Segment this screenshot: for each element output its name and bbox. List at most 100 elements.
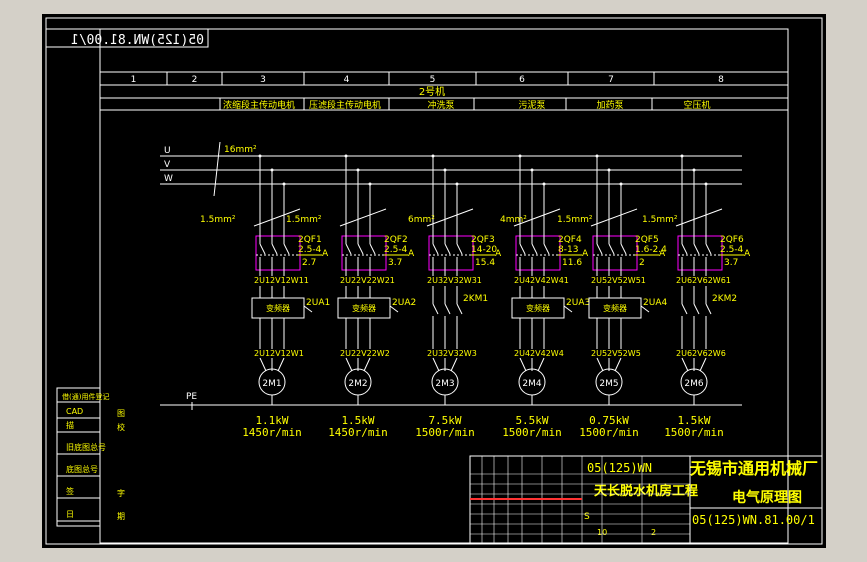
- junction-dot: [530, 168, 534, 172]
- motor-lead: [432, 357, 440, 372]
- vfd-label: 变频器: [526, 303, 550, 313]
- junction-dot: [270, 168, 274, 172]
- junction-dot: [607, 168, 611, 172]
- motor-lead: [259, 357, 267, 372]
- reg-row-right: 图: [117, 409, 125, 418]
- vfd-tag-leader: [563, 305, 573, 313]
- breaker-id: 2QF5: [635, 235, 659, 245]
- wire-slash: [513, 208, 561, 227]
- column-number: 4: [344, 75, 350, 85]
- wire-size: 1.5mm²: [200, 215, 236, 225]
- junction-dot: [282, 182, 286, 186]
- pe-label: PE: [186, 392, 197, 402]
- upper-terminal: 2U42V42W41: [514, 276, 569, 285]
- load-name: 空压机: [683, 99, 710, 111]
- wire-slash: [426, 208, 474, 227]
- breaker-contact: [531, 243, 538, 255]
- junction-dot: [443, 168, 447, 172]
- upper-terminal: 2U32V32W31: [427, 276, 482, 285]
- reg-row-right: 校: [117, 422, 125, 432]
- breaker-unit: A: [659, 249, 666, 259]
- wire-size: 6mm²: [408, 215, 435, 225]
- wire-size: 1.5mm²: [642, 215, 678, 225]
- breaker-contact: [283, 243, 290, 255]
- breaker-range: 14-20: [471, 245, 497, 255]
- motor-lead: [450, 357, 458, 372]
- breaker-setting: 2.7: [302, 258, 316, 268]
- lower-terminal: 2U42V42W4: [514, 349, 564, 358]
- reg-row-right: 字: [117, 488, 125, 498]
- vfd-label: 变频器: [352, 303, 376, 313]
- junction-dot: [431, 154, 435, 158]
- junction-dot: [619, 182, 623, 186]
- breaker-box: [428, 235, 474, 271]
- breaker-box: [592, 235, 638, 271]
- column-number: 5: [430, 75, 436, 85]
- wire-slash: [339, 208, 387, 227]
- motor-lead: [537, 357, 545, 372]
- contactor-contact: [444, 303, 451, 315]
- breaker-contact: [456, 243, 463, 255]
- breaker-setting: 3.7: [724, 258, 738, 268]
- contactor-contact: [705, 303, 712, 315]
- motor-id: 2M5: [599, 379, 618, 389]
- motor-power: 1.5kW: [341, 414, 374, 427]
- upper-terminal: 2U62V62W61: [676, 276, 731, 285]
- reg-heading: 借(通)用件登记: [62, 392, 109, 401]
- contactor-contact: [693, 303, 700, 315]
- wire-slash: [590, 208, 638, 227]
- vfd-tag: 2UA1: [306, 298, 330, 308]
- breaker-contact: [681, 243, 688, 255]
- lower-terminal: 2U32V32W3: [427, 349, 477, 358]
- breaker-setting: 3.7: [388, 258, 402, 268]
- motor-power: 0.75kW: [589, 414, 629, 427]
- sheet-value: 2: [651, 528, 656, 537]
- vfd-label: 变频器: [603, 303, 627, 313]
- column-number: 6: [519, 75, 525, 85]
- junction-dot: [692, 168, 696, 172]
- reg-row-right: 期: [117, 512, 125, 521]
- breaker-box: [677, 235, 723, 271]
- breaker-range: 8-13: [558, 245, 578, 255]
- column-number: 7: [608, 75, 614, 85]
- motor-lead: [345, 357, 353, 372]
- upper-terminal: 2U12V12W11: [254, 276, 309, 285]
- reg-row-label: 签: [66, 486, 74, 496]
- motor-power: 1.1kW: [255, 414, 288, 427]
- reg-row-label: 底图总号: [66, 464, 98, 474]
- breaker-id: 2QF1: [298, 235, 322, 245]
- motor-id: 2M1: [262, 379, 281, 389]
- breaker-contact: [369, 243, 376, 255]
- vfd-tag-leader: [640, 305, 650, 313]
- vfd-tag-leader: [389, 305, 399, 313]
- mirrored-number-text: 05(125)WN.81.00/1: [71, 33, 204, 48]
- motor-power: 5.5kW: [515, 414, 548, 427]
- breaker-contact: [259, 243, 266, 255]
- wire-size: 1.5mm²: [286, 215, 322, 225]
- wire-size: 4mm²: [500, 215, 527, 225]
- junction-dot: [344, 154, 348, 158]
- breaker-contact: [543, 243, 550, 255]
- vfd-tag: 2UA4: [643, 298, 667, 308]
- vfd-tag: 2UA3: [566, 298, 590, 308]
- breaker-contact: [596, 243, 603, 255]
- motor-id: 2M3: [435, 379, 454, 389]
- upper-terminal: 2U52V52W51: [591, 276, 646, 285]
- outer-frame: [45, 17, 823, 545]
- phase-label: W: [164, 174, 173, 184]
- junction-dot: [704, 182, 708, 186]
- breaker-setting: 15.4: [475, 258, 495, 268]
- load-name: 加药泵: [596, 100, 623, 111]
- drawing-title: 电气原理图: [732, 489, 802, 506]
- load-name: 压滤段主传动电机: [309, 99, 381, 111]
- breaker-setting: 2: [639, 258, 645, 268]
- mirrored-drawing-number: 05(125)WN.81.00/1: [45, 28, 209, 48]
- breaker-id: 2QF4: [558, 235, 582, 245]
- branch-3: 6mm²2QF314-20A15.42U32V32W312KM12U32V32W…: [408, 154, 502, 439]
- breaker-contact: [620, 243, 627, 255]
- junction-dot: [542, 182, 546, 186]
